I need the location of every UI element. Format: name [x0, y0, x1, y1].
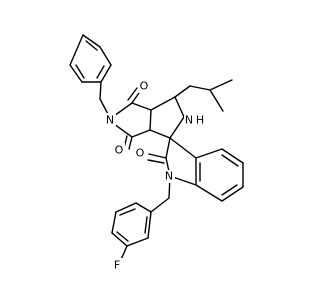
- nitrogen-nh-label: N: [185, 114, 193, 127]
- atom-labels: O N O N H O N F: [104, 80, 205, 272]
- oxygen-imide-bottom-label: O: [115, 144, 124, 157]
- oxygen-lactam-label: O: [136, 147, 145, 160]
- molecule-drawing: O N O N H O N F: [69, 34, 244, 272]
- oxygen-top-label: O: [140, 80, 149, 93]
- benzyl-linker: [99, 81, 110, 117]
- hydrogen-nh-label: H: [196, 114, 204, 127]
- pyrrolidine-ring: [149, 96, 185, 139]
- oxindole-benzo-ring: [195, 148, 244, 202]
- benzyl-phenyl-ring: [69, 34, 112, 83]
- nitrogen-indole-label: N: [165, 170, 173, 183]
- fluorine-label: F: [114, 259, 120, 272]
- structure-canvas: O N O N H O N F: [69, 34, 244, 272]
- isobutyl-chain: [174, 79, 233, 112]
- imide-ring: [113, 87, 152, 150]
- fluorophenyl-ring: [111, 202, 152, 263]
- nitrogen-imide-label: N: [106, 114, 114, 127]
